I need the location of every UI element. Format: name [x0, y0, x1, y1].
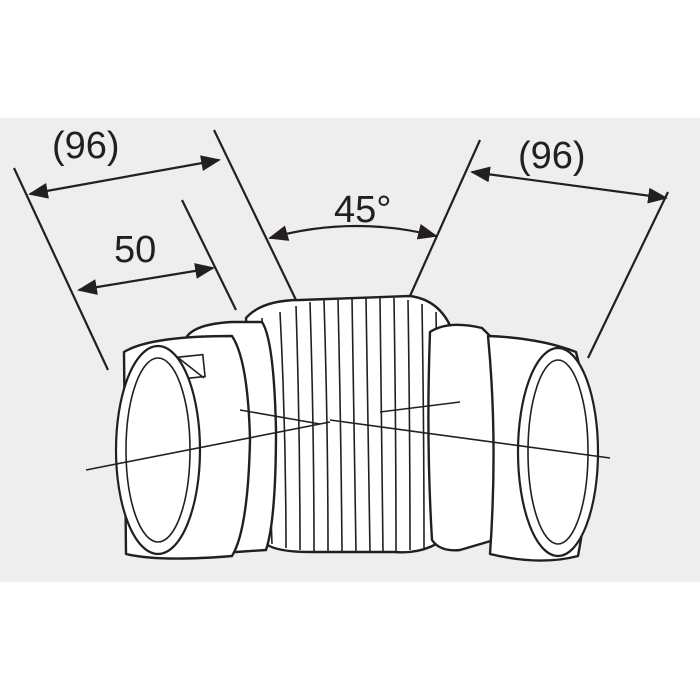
left-overall-label: (96) [52, 125, 120, 167]
drawing-canvas: (96) 50 45° (96) [0, 118, 700, 582]
left-overall-arrow [28, 155, 221, 199]
elbow-diagram: (96) 50 45° (96) [13, 125, 669, 562]
right-fitting [427, 323, 600, 562]
left-fitting [114, 320, 278, 560]
right-overall-label: (96) [518, 135, 586, 177]
bellows [244, 294, 457, 554]
right-opening [516, 346, 600, 558]
angle-arrow [268, 223, 438, 241]
left-opening [114, 344, 202, 556]
right-overall-arrow [470, 166, 668, 204]
centerlines [85, 401, 611, 471]
extension-lines [13, 129, 669, 371]
left-socket-arrow [77, 263, 215, 295]
left-socket-label: 50 [114, 229, 156, 271]
angle-label: 45° [334, 189, 391, 231]
dimension-arrows [28, 155, 668, 295]
